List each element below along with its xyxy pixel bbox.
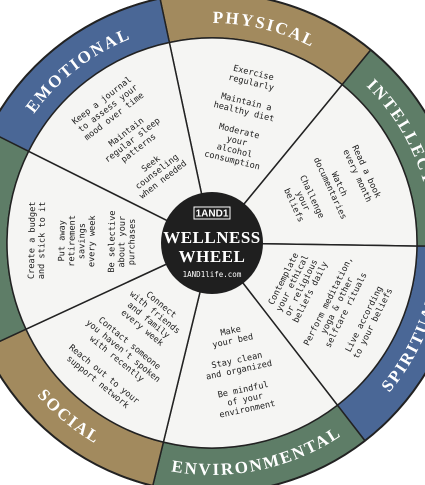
center-url: 1AND1life.com xyxy=(183,270,242,279)
sector-financial xyxy=(6,150,214,331)
center-logo: 1AND1 xyxy=(196,209,229,220)
center-circle xyxy=(161,192,263,294)
sector-intellectual xyxy=(210,83,418,247)
sector-social xyxy=(24,241,214,444)
sector-emotional xyxy=(27,41,214,245)
center-title-line-2: WHEEL xyxy=(179,247,246,266)
inner-sectors xyxy=(6,37,418,449)
sector-physical xyxy=(168,37,344,245)
sector-environmental xyxy=(162,241,339,449)
center-hub: 1AND1 WELLNESS WHEEL 1AND1life.com xyxy=(161,192,263,294)
logo-box xyxy=(193,206,231,220)
center-title-line-1: WELLNESS xyxy=(163,228,261,247)
sector-spiritual xyxy=(210,242,418,407)
